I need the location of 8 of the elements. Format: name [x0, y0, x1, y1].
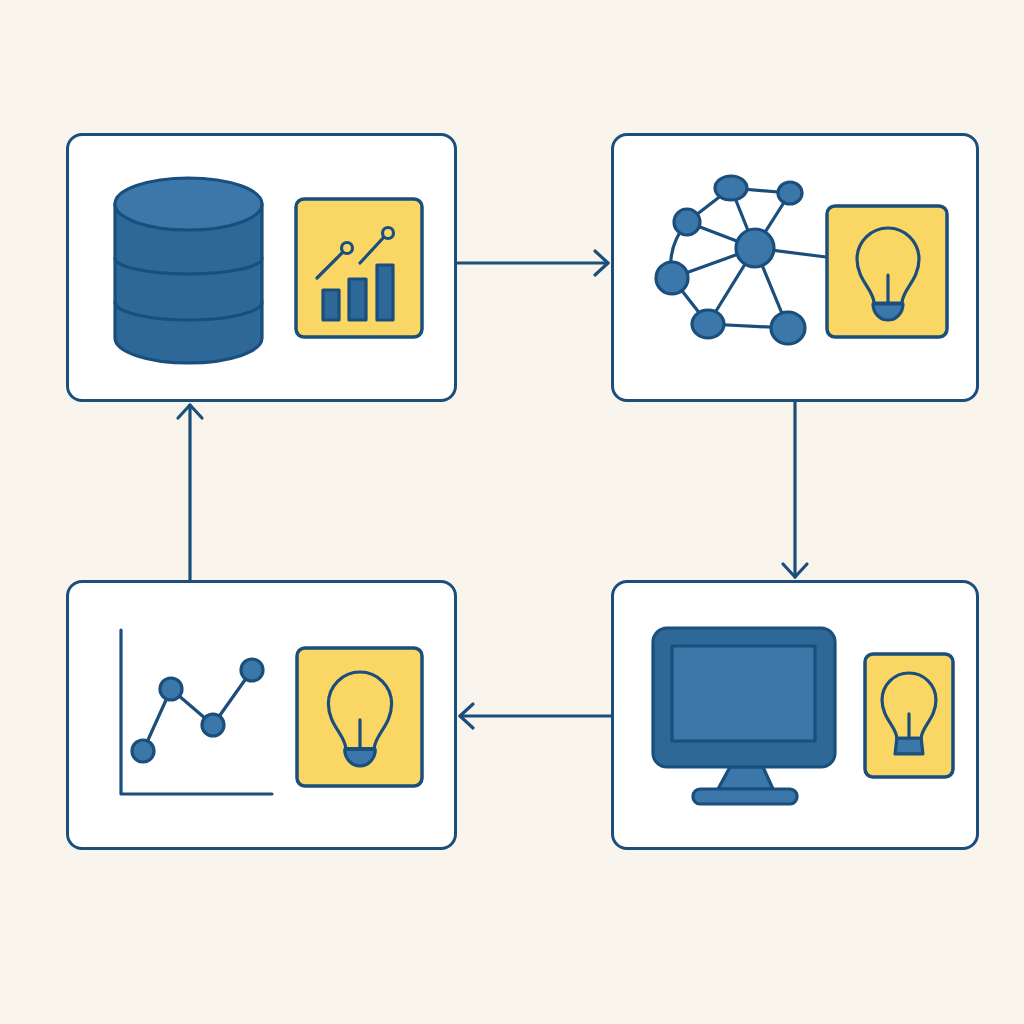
- arrow: [176, 403, 204, 582]
- process-box: [611, 133, 979, 402]
- process-box: [66, 580, 457, 850]
- process-box: [611, 580, 979, 850]
- arrow: [455, 249, 610, 277]
- arrow: [781, 400, 809, 579]
- process-box: [66, 133, 457, 402]
- arrow: [458, 702, 613, 730]
